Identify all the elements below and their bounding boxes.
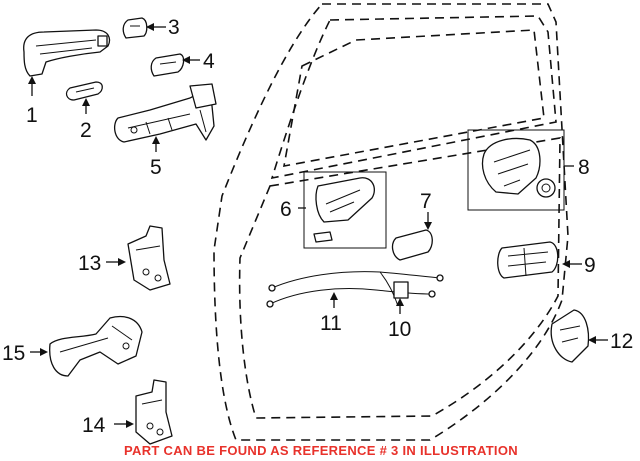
arrow-4 (182, 56, 190, 64)
door-outline (213, 3, 569, 441)
arrow-14 (126, 420, 134, 428)
arrow-7 (424, 222, 432, 230)
callout-8: 8 (578, 156, 590, 179)
callout-9: 9 (584, 254, 596, 277)
arrow-15 (40, 348, 48, 356)
upper-hinge (127, 225, 171, 291)
arrow-2 (82, 98, 90, 106)
callout-5: 5 (150, 156, 162, 179)
lock-cables (266, 271, 444, 308)
door-lock-actuator (467, 129, 565, 211)
lock-switch (497, 241, 559, 279)
callout-1: 1 (26, 104, 38, 127)
callout-2: 2 (80, 119, 92, 142)
arrow-11 (330, 292, 338, 300)
handle-cover (150, 53, 185, 77)
door-check (49, 315, 143, 377)
callout-15: 15 (2, 342, 25, 365)
arrow-10 (396, 298, 404, 306)
door-striker (550, 309, 590, 363)
arrow-9 (562, 260, 570, 268)
outside-door-handle (23, 29, 111, 77)
handle-cap (122, 17, 148, 39)
callout-3: 3 (168, 16, 180, 39)
callout-11: 11 (320, 312, 342, 335)
callout-6: 6 (280, 198, 292, 221)
callout-13: 13 (78, 252, 101, 275)
arrow-3 (146, 23, 154, 31)
notice-text: PART CAN BE FOUND AS REFERENCE # 3 IN IL… (124, 443, 518, 458)
arrow-1 (28, 76, 36, 84)
callout-12: 12 (610, 330, 633, 353)
callout-10: 10 (388, 318, 411, 341)
callout-4: 4 (203, 50, 215, 73)
callout-14: 14 (82, 414, 106, 437)
arrow-5 (152, 136, 160, 144)
handle-bezel (391, 229, 433, 261)
arrow-13 (118, 258, 126, 266)
lower-hinge (135, 379, 173, 445)
arrow-12 (588, 336, 596, 344)
handle-pad (65, 81, 103, 101)
handle-frame (113, 83, 217, 143)
callout-7: 7 (420, 190, 432, 213)
inside-door-handle (303, 171, 387, 249)
